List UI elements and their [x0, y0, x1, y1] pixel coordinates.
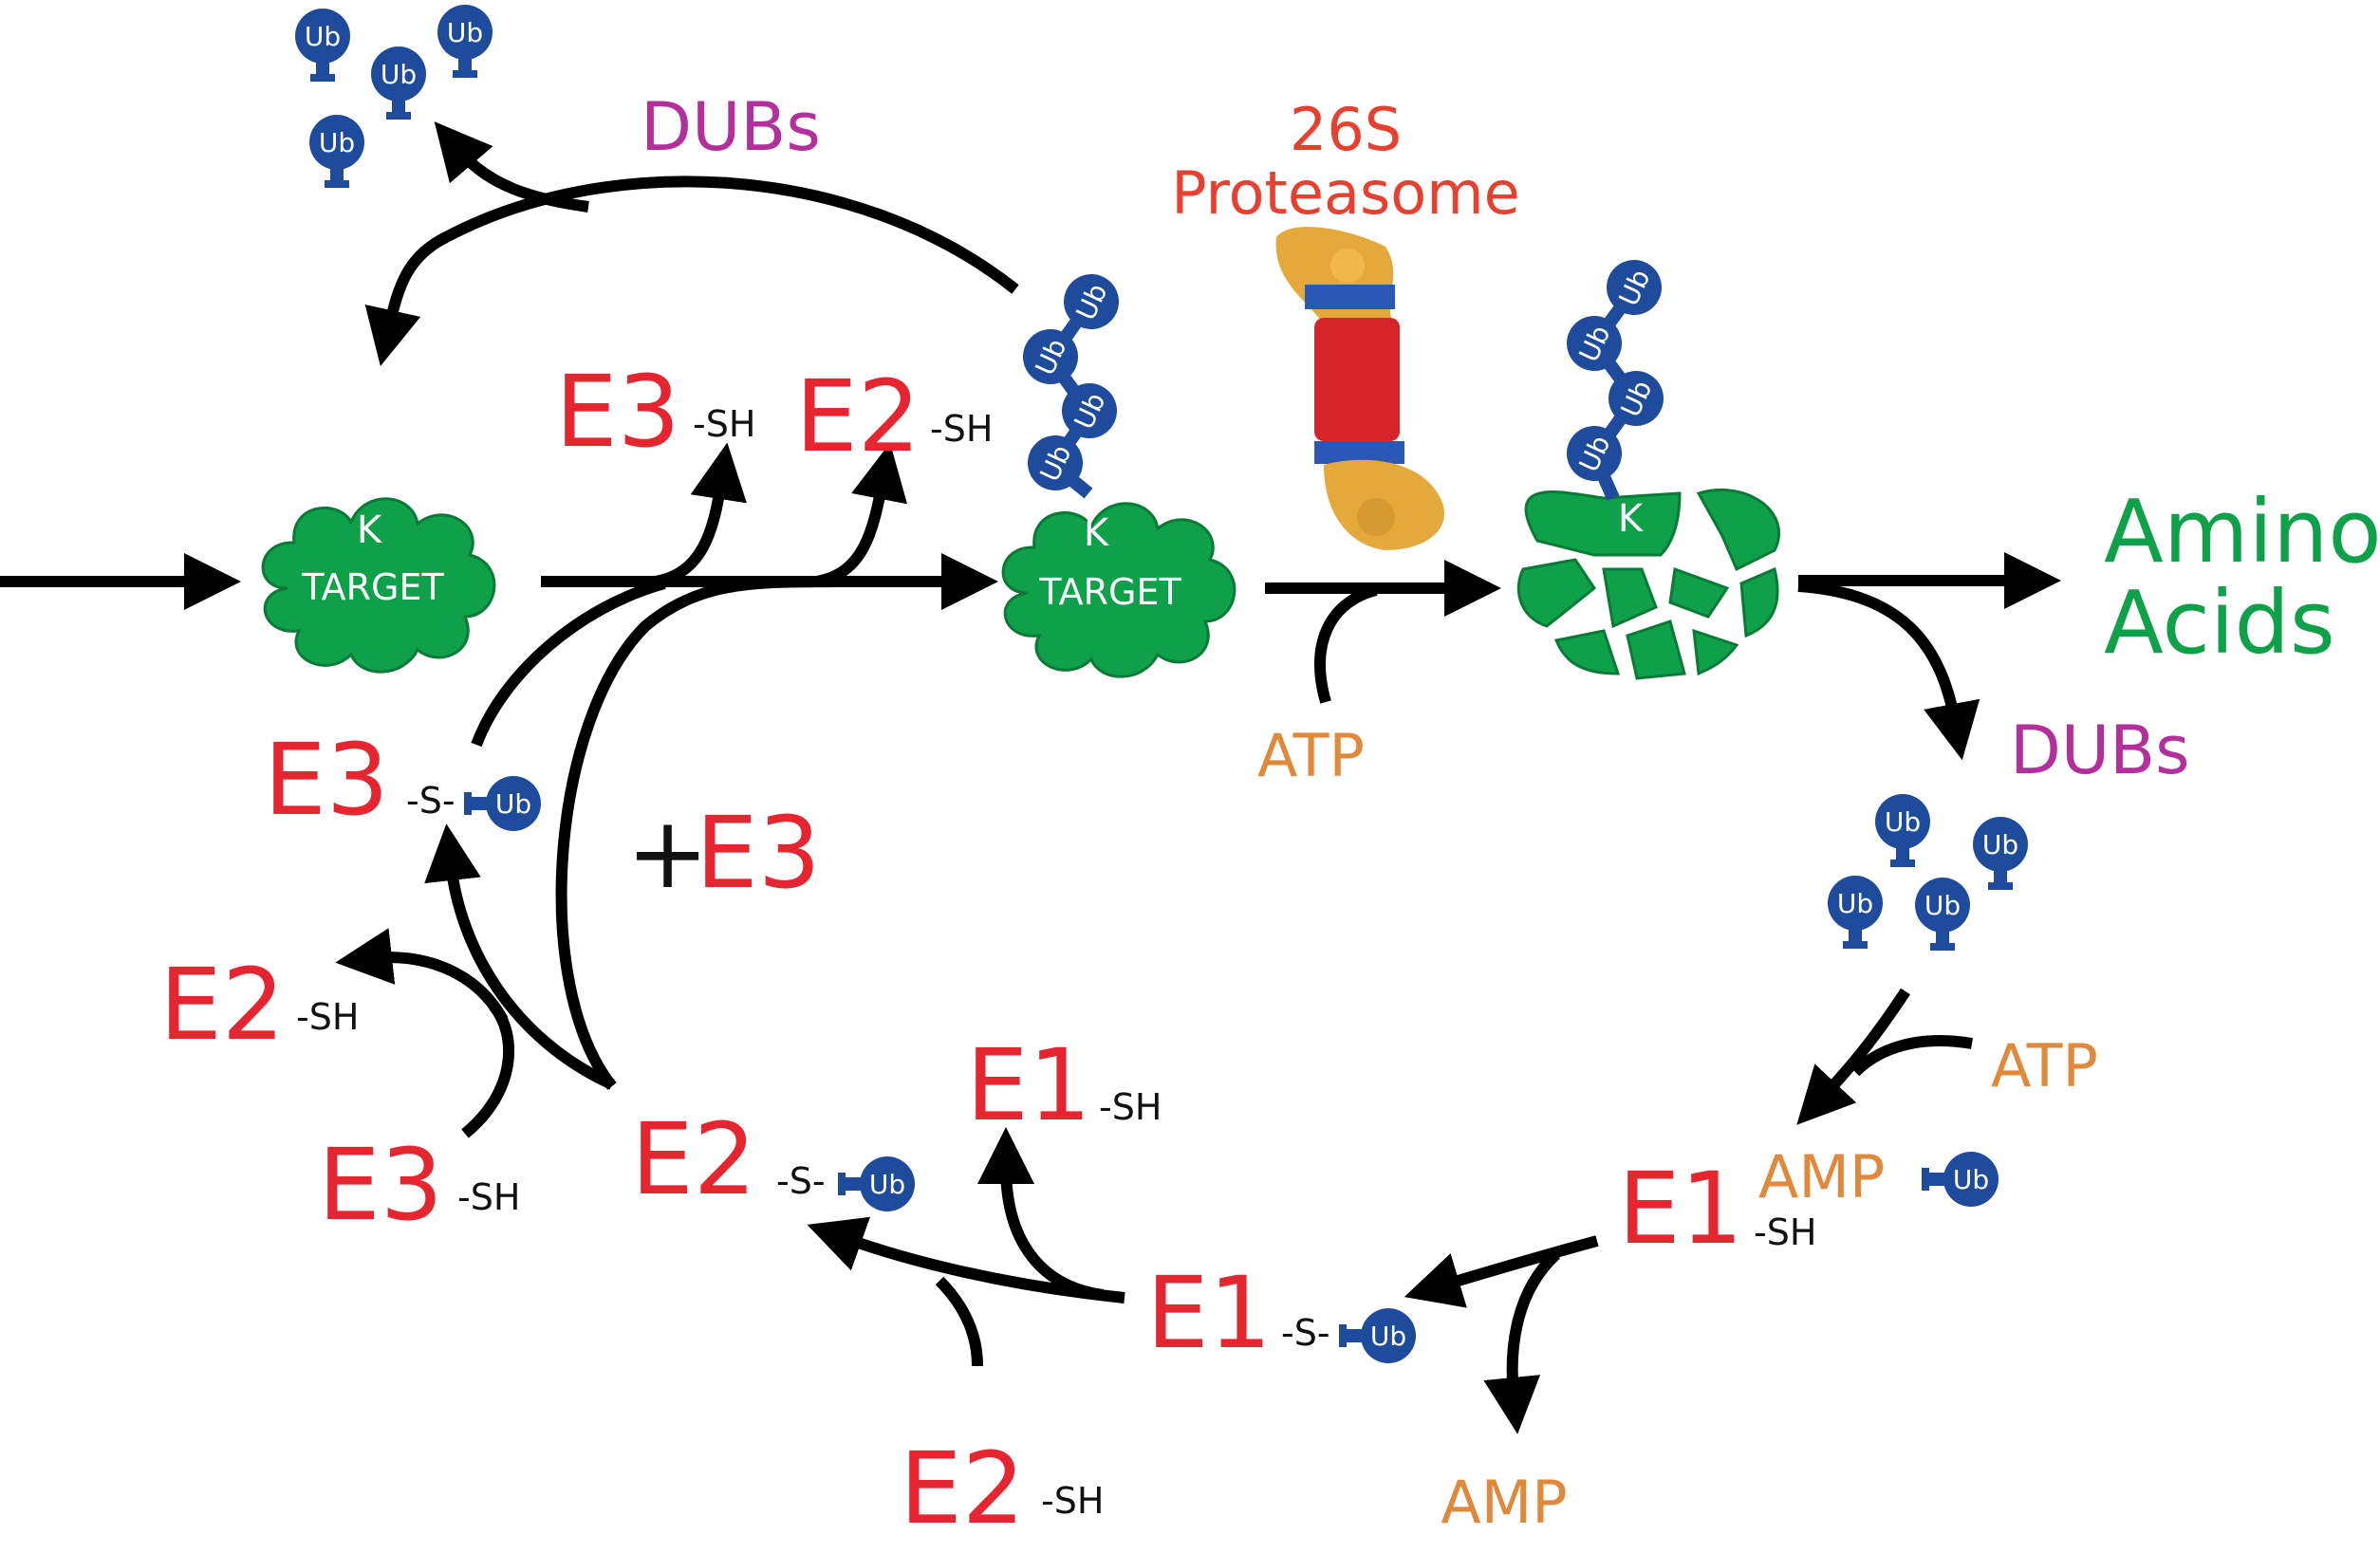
proteasome-label-line1: 26S [1290, 95, 1402, 164]
degraded-target-fragments: K [1516, 488, 1781, 680]
e2-release-arrow [814, 442, 908, 587]
amp-release-arrow [1483, 1249, 1561, 1434]
e3-ub-feed-arrow [471, 578, 666, 748]
svg-text:Ub: Ub [1837, 888, 1873, 919]
free-ubiquitin: Ub [437, 5, 493, 78]
amp-bottom-label: AMP [1441, 1468, 1567, 1537]
lysine-label: K [1084, 511, 1110, 555]
amp-right-label: AMP [1758, 1142, 1885, 1211]
dubs-right-label: DUBs [2010, 712, 2190, 789]
dubs-top-label: DUBs [641, 88, 821, 166]
e3-top-label: E3 [555, 354, 680, 470]
free-ubiquitin: Ub [309, 115, 364, 188]
atp-input-arrow [1314, 584, 1378, 704]
e1-top-label: E1 [966, 1027, 1091, 1143]
atp-e1-input-arrow [1850, 1035, 1973, 1077]
svg-text:Ub: Ub [447, 17, 483, 48]
thioester-ubiquitin-e3: Ub [464, 776, 541, 831]
e1-ub-label: E1 [1146, 1255, 1272, 1371]
e2-left-sh: -SH [296, 996, 359, 1038]
amp-ubiquitin: Ub [1922, 1152, 1999, 1207]
e2-top-label: E2 [795, 359, 920, 474]
thioester-ubiquitin-e1: Ub [1339, 1308, 1416, 1363]
svg-text:Ub: Ub [1370, 1321, 1406, 1352]
dubs-ub-release-arrow [434, 121, 589, 213]
free-ubiquitin: Ub [1875, 794, 1930, 867]
e3-ub-thioester: -S- [406, 780, 456, 822]
e1-release-arrow [977, 1127, 1104, 1301]
e2-left-label: E2 [159, 947, 285, 1063]
svg-text:Ub: Ub [1885, 806, 1921, 838]
e3-bottom-label: E3 [318, 1127, 443, 1243]
svg-text:Ub: Ub [381, 59, 417, 90]
e1-ub-thioester: -S- [1281, 1312, 1330, 1354]
thioester-ubiquitin-e2: Ub [838, 1156, 915, 1211]
e1-top-sh: -SH [1099, 1086, 1162, 1128]
free-ubiquitin: Ub [1828, 876, 1883, 949]
free-ubiquitin: Ub [1973, 817, 2028, 890]
e1-thioester-arrow [1404, 1235, 1599, 1308]
target-protein-left: K TARGET [261, 497, 496, 674]
target-label: TARGET [301, 566, 444, 608]
svg-text:Ub: Ub [305, 21, 341, 52]
polyubiquitin-chain-target: Ub Ub Ub Ub [1023, 274, 1119, 499]
target-protein-ubiquitinated: K TARGET [1001, 502, 1236, 678]
free-ubiquitin: Ub [371, 46, 426, 120]
svg-text:Ub: Ub [495, 788, 531, 820]
e3-top-sh: -SH [693, 403, 755, 445]
e2-ub-thioester: -S- [776, 1160, 826, 1202]
e2-bottom-label: E2 [900, 1431, 1025, 1546]
lysine-label: K [357, 508, 383, 552]
amino-acids-label-line2: Acids [2104, 572, 2335, 674]
e3-bottom-sh: -SH [457, 1176, 520, 1218]
dubs-right-arrow [1797, 581, 1980, 761]
dubs-recycle-arrow [364, 176, 1019, 366]
e2-ub-feed-arrow [555, 576, 836, 1090]
e3-ub-label: E3 [264, 722, 389, 838]
e3-transfer-arrow [424, 823, 615, 1090]
lysine-label: K [1618, 497, 1645, 541]
e3-input-arrow [461, 1002, 515, 1138]
e1-right-sh: -SH [1754, 1211, 1816, 1253]
e2-top-sh: -SH [930, 408, 993, 450]
svg-text:Ub: Ub [869, 1169, 905, 1200]
free-ubiquitin: Ub [1915, 878, 1970, 951]
proteasome-label-line2: Proteasome [1171, 158, 1520, 228]
e2-input-arrow [935, 1276, 983, 1367]
e3-release-arrow [653, 442, 747, 587]
svg-text:Ub: Ub [1924, 890, 1961, 921]
svg-text:Ub: Ub [319, 127, 355, 158]
svg-text:Ub: Ub [1953, 1164, 1989, 1195]
e2-ub-label: E2 [631, 1101, 756, 1217]
proteasome-structure [1275, 227, 1444, 550]
polyubiquitin-chain-degraded: Ub Ub Ub Ub [1567, 260, 1664, 501]
e2-bottom-sh: -SH [1041, 1480, 1104, 1522]
free-ubiquitin: Ub [295, 9, 350, 82]
atp-right-label: ATP [1991, 1031, 2098, 1100]
svg-text:Ub: Ub [1982, 829, 2018, 860]
plus-sign: + [626, 795, 709, 911]
e1-activation-arrow [1796, 988, 1911, 1125]
plus-e3-label: E3 [696, 795, 821, 911]
e1-right-label: E1 [1618, 1151, 1743, 1266]
e2-left-release-arrow [335, 928, 509, 1023]
target-label: TARGET [1038, 571, 1181, 613]
atp-middle-label: ATP [1257, 721, 1365, 790]
amino-acids-label-line1: Amino [2104, 481, 2380, 582]
